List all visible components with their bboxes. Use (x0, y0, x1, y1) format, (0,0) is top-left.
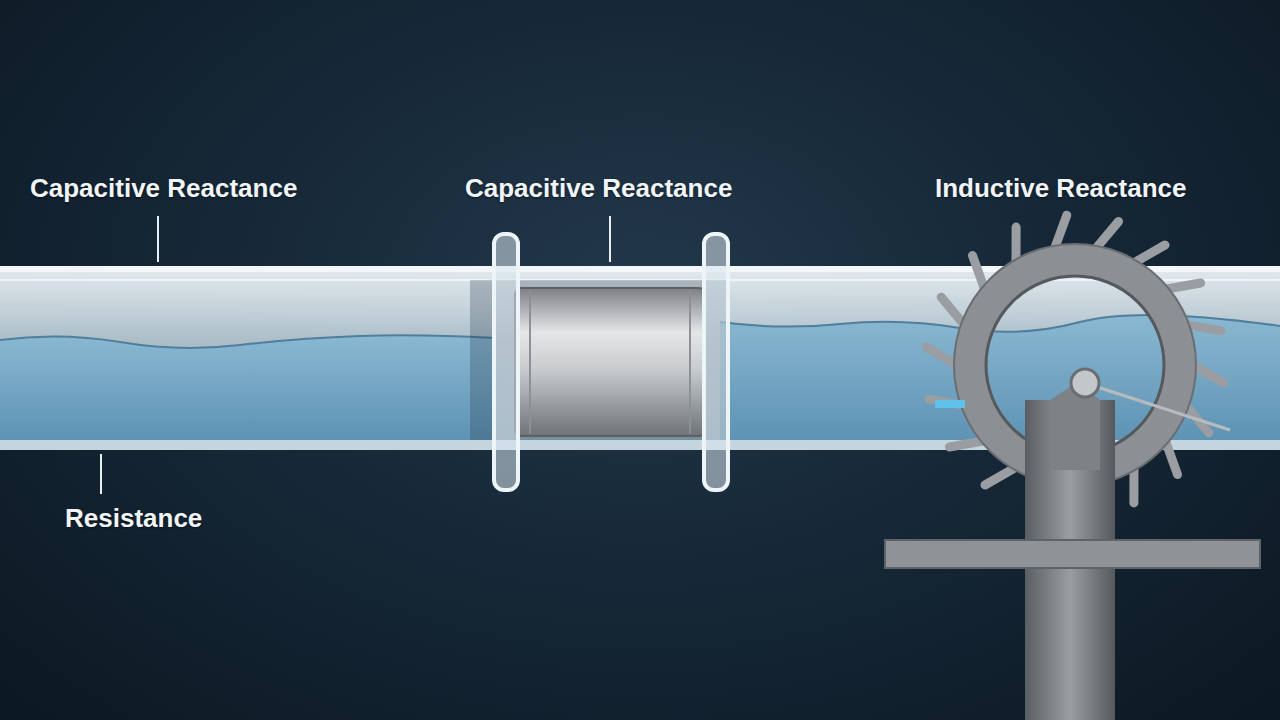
wheel-paddle (1096, 222, 1119, 249)
wheel-ring-edge (954, 244, 1196, 486)
cylinder-ring (689, 290, 691, 434)
flange (704, 234, 728, 490)
wheel-paddle (1134, 245, 1165, 263)
leader-line (609, 216, 611, 262)
wheel-paddle (1165, 283, 1200, 289)
part-label: Resistance (65, 502, 202, 534)
part-label: Capacitive Reactance (465, 172, 732, 204)
leader-line (157, 216, 159, 262)
capacitor-cylinder (515, 288, 705, 436)
part-label: Capacitive Reactance (30, 172, 297, 204)
wheel-paddle (1193, 365, 1224, 383)
wheel-ring (970, 260, 1180, 470)
wheel-paddle (973, 256, 985, 290)
cylinder-ring (529, 290, 531, 434)
wheel-paddles (926, 215, 1224, 515)
part-label: Inductive Reactance (935, 172, 1186, 204)
leader-line (100, 454, 102, 494)
wheel-rod (1085, 383, 1230, 430)
wheel-paddle (985, 467, 1016, 485)
wheel-paddle (941, 297, 964, 324)
wheel-paddle (926, 347, 957, 365)
axle-indicator (935, 400, 965, 408)
wheel-paddle (949, 441, 984, 447)
wheel-hub (1071, 369, 1099, 397)
wheel-paddle (1165, 441, 1177, 475)
flange (494, 234, 518, 490)
water-surface (0, 335, 495, 348)
water (0, 335, 495, 440)
support-platform (885, 540, 1260, 568)
